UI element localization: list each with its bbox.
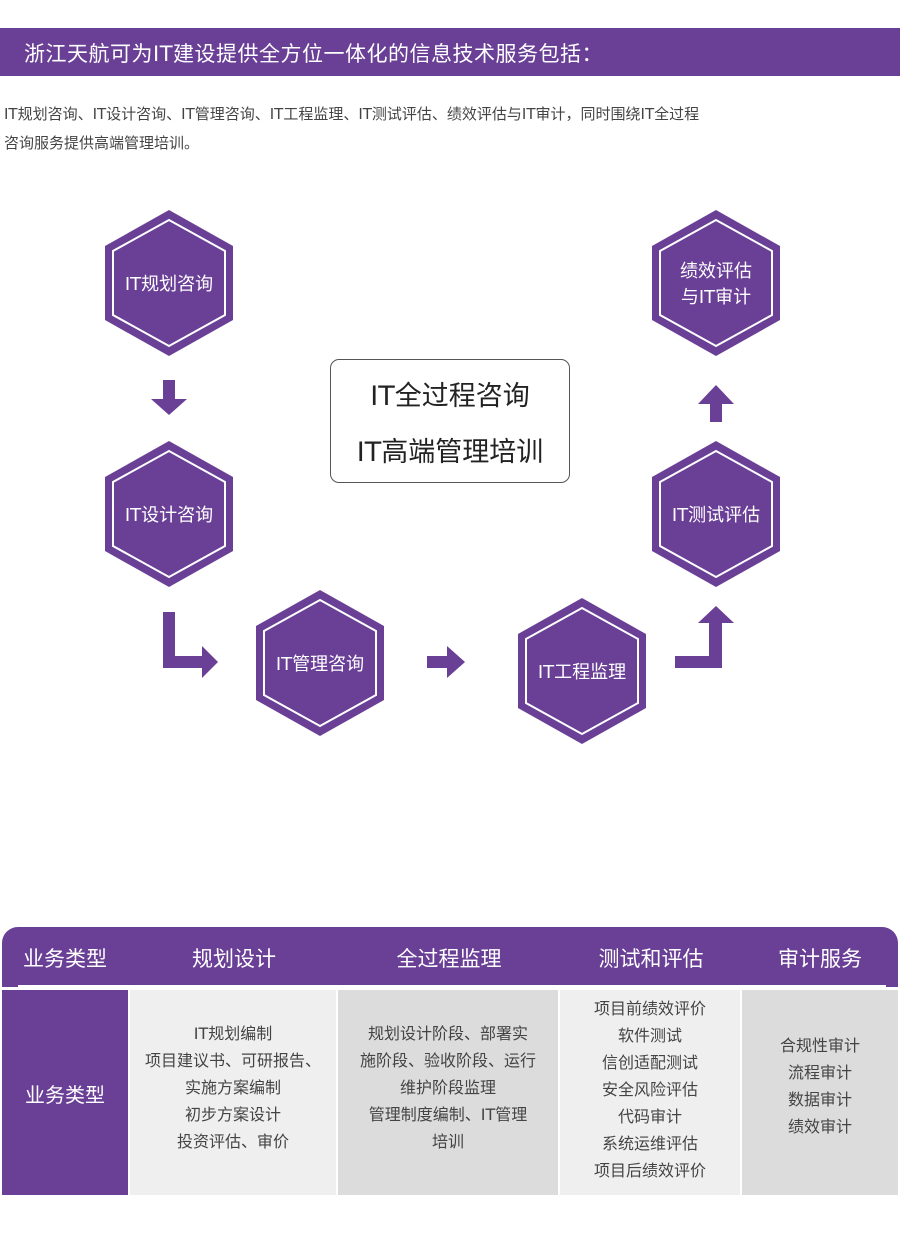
cell-item: 实施方案编制 (184, 1078, 281, 1097)
cell-planning-list: IT规划编制项目建议书、可研报告、实施方案编制初步方案设计投资评估、审价 (130, 1020, 336, 1155)
intro-text: IT规划咨询、IT设计咨询、IT管理咨询、IT工程监理、IT测试评估、绩效评估与… (4, 100, 884, 158)
table-header: 业务类型 规划设计 全过程监理 测试和评估 审计服务 (2, 927, 898, 987)
cell-testing-list: 项目前绩效评价软件测试信创适配测试安全风险评估代码审计系统运维评估项目后绩效评价 (560, 995, 740, 1184)
hex-step-management-label: IT管理咨询 (276, 654, 364, 675)
table-divider (18, 985, 886, 988)
intro-line-1: IT规划咨询、IT设计咨询、IT管理咨询、IT工程监理、IT测试评估、绩效评估与… (4, 105, 700, 123)
hex-step-design-label: IT设计咨询 (125, 505, 213, 526)
hex-step-supervision-line: IT工程监理 (538, 662, 626, 683)
header-supervision: 全过程监理 (396, 947, 502, 971)
cell-item: 安全风险评估 (601, 1080, 698, 1099)
hex-step-supervision: IT工程监理 (518, 598, 646, 744)
cell-item: 项目建议书、可研报告、 (144, 1051, 321, 1070)
center-summary-box: IT全过程咨询 IT高端管理培训 (330, 359, 570, 483)
cell-item: IT规划编制 (193, 1024, 273, 1043)
cell-item: 培训 (431, 1132, 464, 1151)
cell-audit: 合规性审计流程审计数据审计绩效审计 (742, 990, 898, 1195)
arrow-up-icon (698, 385, 734, 422)
row-header-label: 业务类型 (25, 1083, 105, 1107)
header-testing: 测试和评估 (598, 947, 704, 971)
hex-step-testing-label: IT测试评估 (672, 505, 760, 526)
hex-step-management: IT管理咨询 (256, 590, 384, 736)
hex-step-management-line: IT管理咨询 (276, 654, 364, 675)
cell-item: 管理制度编制、IT管理 (368, 1105, 528, 1124)
cell-item: 合规性审计 (779, 1036, 860, 1055)
cell-item: 流程审计 (787, 1063, 852, 1082)
hex-step-audit-label: 绩效评估与IT审计 (680, 261, 752, 308)
hex-step-testing-line: IT测试评估 (672, 505, 760, 526)
arrow-elbow-up-icon (675, 606, 734, 668)
hex-step-design: IT设计咨询 (105, 441, 233, 587)
row-header: 业务类型 (2, 990, 128, 1195)
hex-step-audit-line: 与IT审计 (681, 287, 751, 308)
header-banner: 浙江天航可为IT建设提供全方位一体化的信息技术服务包括： (0, 28, 900, 76)
hex-step-audit: 绩效评估与IT审计 (652, 210, 780, 356)
hex-step-testing: IT测试评估 (652, 441, 780, 587)
cell-item: 信创适配测试 (601, 1053, 698, 1072)
cell-item: 施阶段、验收阶段、运行 (359, 1051, 536, 1070)
cell-item: 初步方案设计 (184, 1105, 281, 1124)
cell-item: 绩效审计 (787, 1117, 852, 1136)
cell-item: 项目后绩效评价 (593, 1161, 706, 1180)
cell-item: 维护阶段监理 (399, 1078, 496, 1097)
header-planning: 规划设计 (192, 947, 276, 971)
hex-step-planning-line: IT规划咨询 (125, 274, 213, 295)
intro-line-2: 咨询服务提供高端管理培训。 (4, 134, 200, 152)
cell-item: 系统运维评估 (601, 1134, 698, 1153)
cell-item: 数据审计 (787, 1090, 852, 1109)
banner-title: 浙江天航可为IT建设提供全方位一体化的信息技术服务包括： (24, 42, 604, 66)
arrow-right-icon (427, 646, 465, 678)
center-line-1: IT全过程咨询 (370, 381, 530, 412)
cell-item: 代码审计 (617, 1107, 682, 1126)
center-line-2: IT高端管理培训 (356, 437, 544, 468)
cell-audit-list: 合规性审计流程审计数据审计绩效审计 (742, 1032, 898, 1140)
hex-step-design-line: IT设计咨询 (125, 505, 213, 526)
cell-supervision-list: 规划设计阶段、部署实施阶段、验收阶段、运行维护阶段监理管理制度编制、IT管理培训 (338, 1020, 558, 1155)
hex-step-planning: IT规划咨询 (105, 210, 233, 356)
hex-step-planning-label: IT规划咨询 (125, 274, 213, 295)
cell-item: 规划设计阶段、部署实 (367, 1024, 528, 1043)
hex-step-supervision-label: IT工程监理 (538, 662, 626, 683)
cell-supervision: 规划设计阶段、部署实施阶段、验收阶段、运行维护阶段监理管理制度编制、IT管理培训 (338, 990, 558, 1195)
arrow-elbow-right-icon (163, 612, 218, 678)
cell-testing: 项目前绩效评价软件测试信创适配测试安全风险评估代码审计系统运维评估项目后绩效评价 (560, 990, 740, 1195)
cell-item: 项目前绩效评价 (593, 999, 706, 1018)
header-category: 业务类型 (23, 947, 107, 971)
hex-step-audit-line: 绩效评估 (680, 261, 752, 282)
cell-planning: IT规划编制项目建议书、可研报告、实施方案编制初步方案设计投资评估、审价 (130, 990, 336, 1195)
header-audit: 审计服务 (778, 947, 862, 971)
process-flow-diagram: IT规划咨询 IT设计咨询 IT管理咨询 IT工程监理 IT测试评估 绩效评估与… (105, 210, 780, 744)
cell-item: 软件测试 (617, 1026, 682, 1045)
arrow-down-icon (151, 380, 187, 415)
cell-item: 投资评估、审价 (176, 1132, 289, 1151)
